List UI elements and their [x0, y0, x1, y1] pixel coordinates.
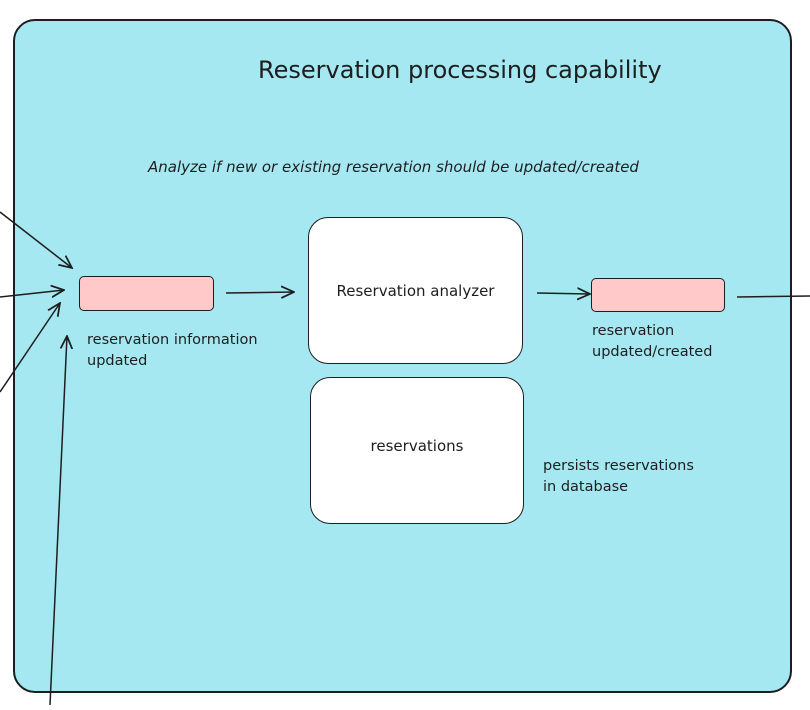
incoming-arrow-lower	[0, 303, 60, 393]
event-label-output: reservation updated/created	[592, 321, 712, 363]
capability-title: Reservation processing capability	[258, 56, 662, 84]
event-label-input: reservation information updated	[87, 330, 258, 372]
arrow-event-to-analyzer	[225, 292, 294, 293]
capability-description: Analyze if new or existing reservation s…	[148, 158, 639, 176]
event-label-output-line-2: updated/created	[592, 344, 713, 360]
event-reservation-information-updated[interactable]	[79, 276, 214, 311]
persistence-note: persists reservations in database	[543, 456, 694, 498]
arrow-analyzer-to-event	[536, 293, 590, 294]
incoming-arrow-upper	[0, 211, 72, 268]
incoming-arrow-bottom	[49, 336, 67, 706]
event-reservation-updated-created[interactable]	[591, 278, 725, 312]
outgoing-connector	[736, 295, 810, 298]
reservation-analyzer-label: Reservation analyzer	[336, 281, 495, 300]
reservations-component[interactable]: reservations	[310, 377, 524, 524]
reservation-analyzer-component[interactable]: Reservation analyzer	[308, 217, 523, 364]
event-label-input-line-1: reservation information	[87, 332, 258, 348]
reservations-label: reservations	[370, 436, 464, 455]
event-label-output-line-1: reservation	[592, 323, 675, 339]
event-label-input-line-2: updated	[87, 353, 148, 369]
persistence-note-line-1: persists reservations	[543, 458, 694, 474]
persistence-note-line-2: in database	[543, 479, 629, 495]
incoming-arrow-middle	[0, 290, 64, 297]
